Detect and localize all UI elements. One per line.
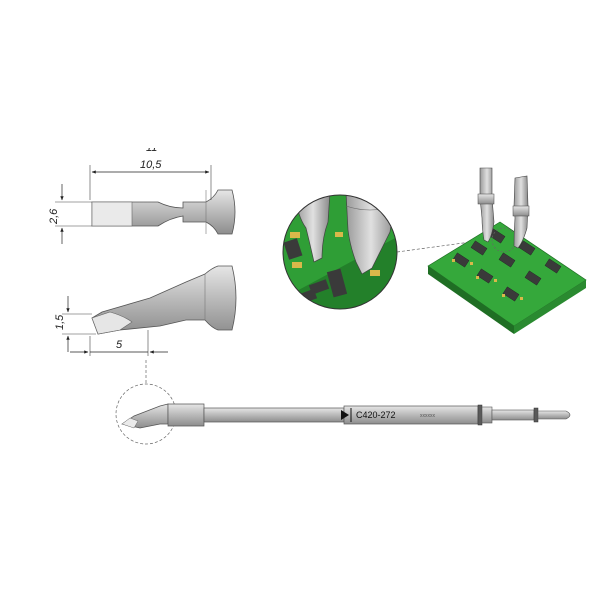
offset-thickness-dimension: 1,5 [54, 296, 96, 352]
pcb-overview [427, 167, 587, 334]
model-label: C420-272 [356, 410, 396, 420]
width-value: 2,6 [48, 208, 60, 225]
batch-code: xxxxxx [420, 413, 436, 419]
offset-length-value: 5 [116, 339, 123, 351]
top-view-blade-face [91, 201, 133, 227]
length-dimension: 10,5 [89, 159, 212, 200]
width-dimension: 2,6 [48, 184, 92, 244]
length-value: 10,5 [140, 159, 162, 171]
offset-length-dimension: 5 [70, 330, 168, 356]
top-view-tip [91, 189, 236, 235]
direction-arrow-icon [341, 410, 349, 420]
cartridge: C420-272 xxxxxx [115, 360, 571, 445]
side-view-blade-face [91, 311, 133, 335]
side-view-tip [91, 265, 237, 335]
offset-thickness-value: 1,5 [54, 314, 66, 330]
